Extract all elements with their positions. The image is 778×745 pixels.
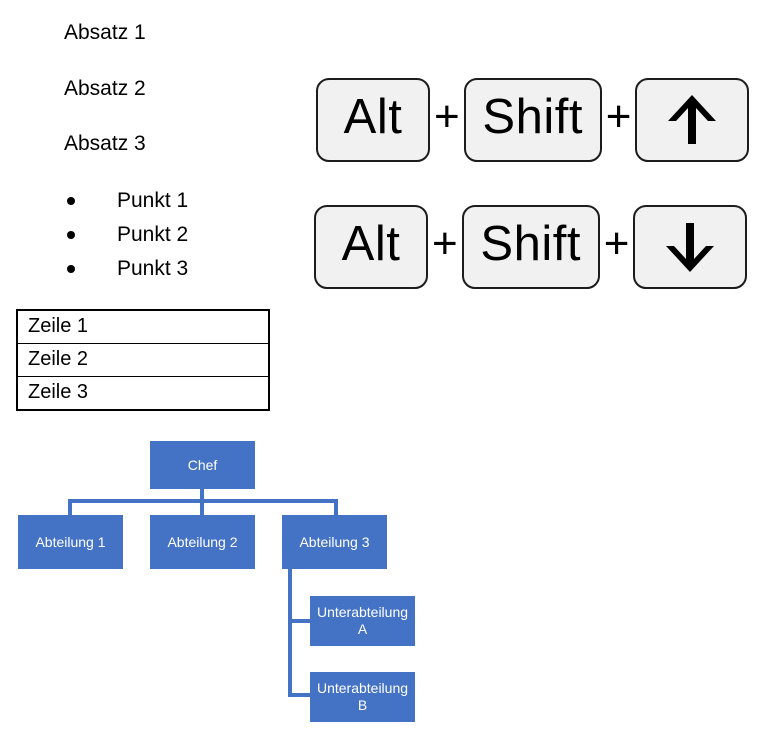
list-item-label: Punkt 2	[117, 223, 189, 246]
key-shift[interactable]: Shift	[463, 78, 602, 162]
key-shift-label: Shift	[482, 89, 583, 144]
bullet-dot-icon	[67, 265, 75, 273]
connector-drop-department-1	[68, 499, 72, 515]
org-node-label: Unterabteilung B	[316, 680, 409, 713]
plus-separator: +	[432, 219, 458, 268]
list-item: Punkt 2	[64, 222, 284, 248]
key-alt-label: Alt	[341, 216, 401, 271]
org-node-department-3[interactable]: Abteilung 3	[282, 515, 387, 569]
key-arrow-down[interactable]	[633, 205, 748, 289]
list-item: Punkt 3	[64, 256, 284, 282]
org-node-subdepartment-b[interactable]: Unterabteilung B	[310, 672, 415, 722]
key-alt[interactable]: Alt	[314, 205, 428, 289]
org-node-label: Abteilung 2	[167, 533, 238, 550]
connector-horizontal-bus	[68, 499, 338, 503]
plus-separator: +	[605, 92, 632, 141]
org-node-department-1[interactable]: Abteilung 1	[18, 515, 123, 569]
org-node-label: Chef	[187, 456, 218, 473]
connector-spine-department-3	[288, 569, 292, 697]
bullet-dot-icon	[67, 197, 75, 205]
list-item-label: Punkt 1	[117, 189, 189, 212]
table-cell: Zeile 3	[16, 376, 270, 411]
org-node-department-2[interactable]: Abteilung 2	[150, 515, 255, 569]
key-shift[interactable]: Shift	[461, 205, 600, 289]
zeilen-table: Zeile 1 Zeile 2 Zeile 3	[16, 309, 270, 411]
org-node-label: Unterabteilung A	[316, 604, 409, 637]
table-cell: Zeile 2	[16, 343, 270, 377]
paragraph-3: Absatz 3	[64, 132, 146, 155]
shortcut-move-up: Alt + Shift +	[316, 78, 750, 162]
shortcut-move-down: Alt + Shift +	[314, 205, 748, 289]
paragraph-2: Absatz 2	[64, 77, 146, 100]
key-alt[interactable]: Alt	[316, 78, 430, 162]
table-row: Zeile 2	[16, 343, 270, 377]
org-node-chef[interactable]: Chef	[150, 441, 255, 489]
table-row: Zeile 3	[16, 376, 270, 411]
connector-stub-subdepartment-a	[288, 619, 312, 623]
org-node-label: Abteilung 1	[35, 533, 106, 550]
paragraph-1: Absatz 1	[64, 21, 146, 44]
arrow-down-icon	[666, 223, 715, 272]
key-alt-label: Alt	[343, 89, 403, 144]
arrow-up-icon	[668, 95, 717, 144]
list-item-label: Punkt 3	[117, 257, 189, 280]
key-arrow-up[interactable]	[635, 78, 750, 162]
plus-separator: +	[603, 219, 630, 268]
org-node-label: Abteilung 3	[299, 533, 370, 550]
list-item: Punkt 1	[64, 188, 284, 214]
bullet-dot-icon	[67, 231, 75, 239]
key-shift-label: Shift	[480, 216, 581, 271]
plus-separator: +	[434, 92, 460, 141]
connector-stub-subdepartment-b	[288, 693, 312, 697]
connector-drop-department-3	[334, 499, 338, 515]
org-node-subdepartment-a[interactable]: Unterabteilung A	[310, 596, 415, 646]
